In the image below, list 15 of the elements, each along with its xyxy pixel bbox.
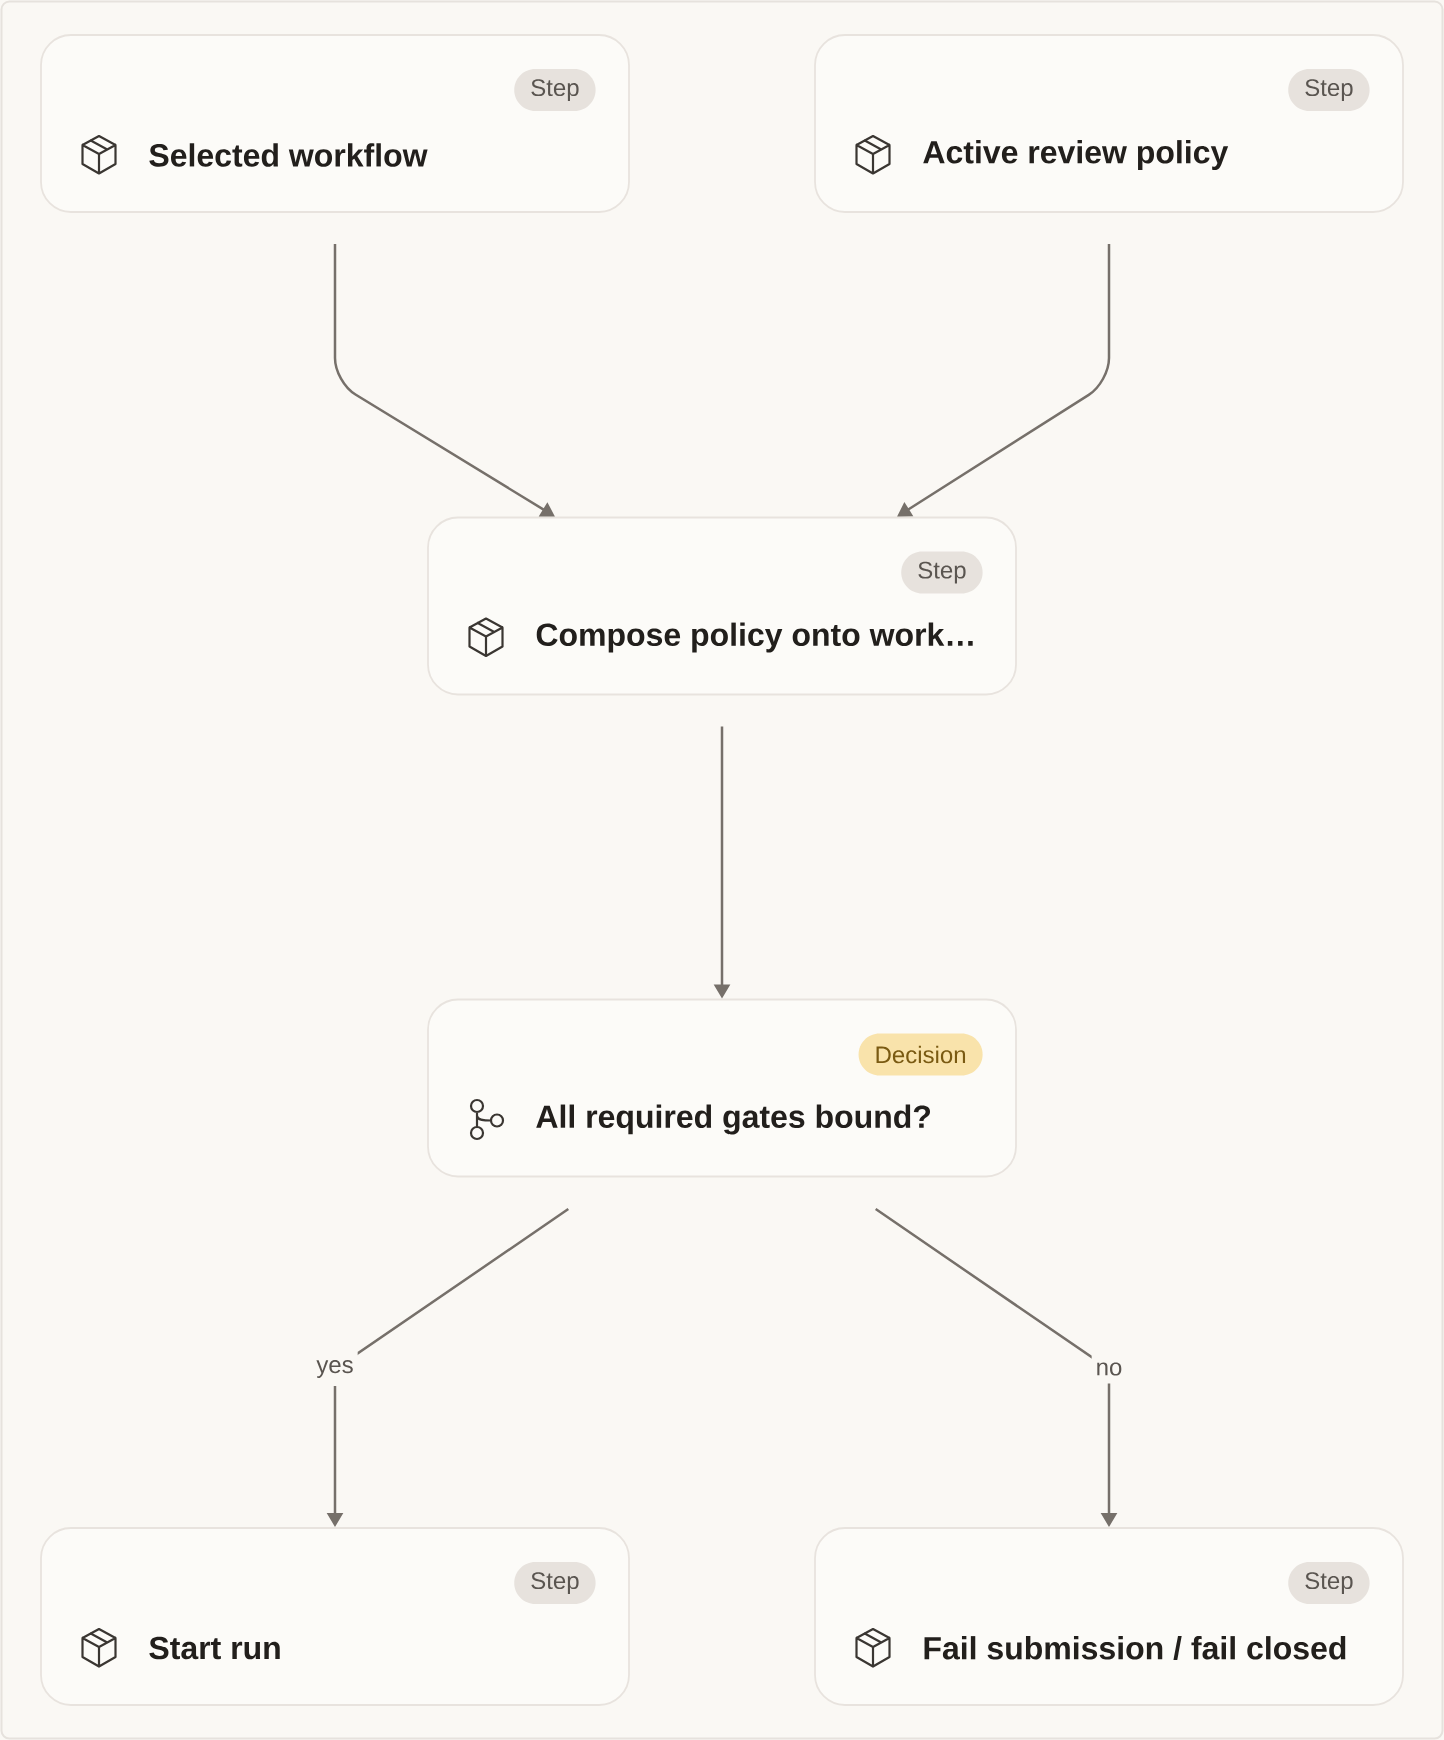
- node-title: Fail submission / fail closed: [924, 1636, 1346, 1660]
- edge-label: yes: [312, 1352, 358, 1386]
- badge: Step: [1288, 1562, 1370, 1604]
- edge-label: no: [1091, 1354, 1127, 1384]
- badge: Step: [901, 551, 983, 594]
- node-title: Start run: [149, 1636, 280, 1660]
- arrow: [333, 243, 555, 517]
- node-title: Compose policy onto work…: [536, 622, 973, 653]
- arrow: [897, 243, 1111, 517]
- badge: Step: [514, 69, 596, 111]
- node-title: All required gates bound?: [536, 1104, 930, 1135]
- badge: Step: [514, 1562, 596, 1604]
- badge: Step: [1288, 69, 1370, 111]
- node-title: Active review policy: [923, 140, 1229, 170]
- node-title: Selected workflow: [149, 143, 428, 167]
